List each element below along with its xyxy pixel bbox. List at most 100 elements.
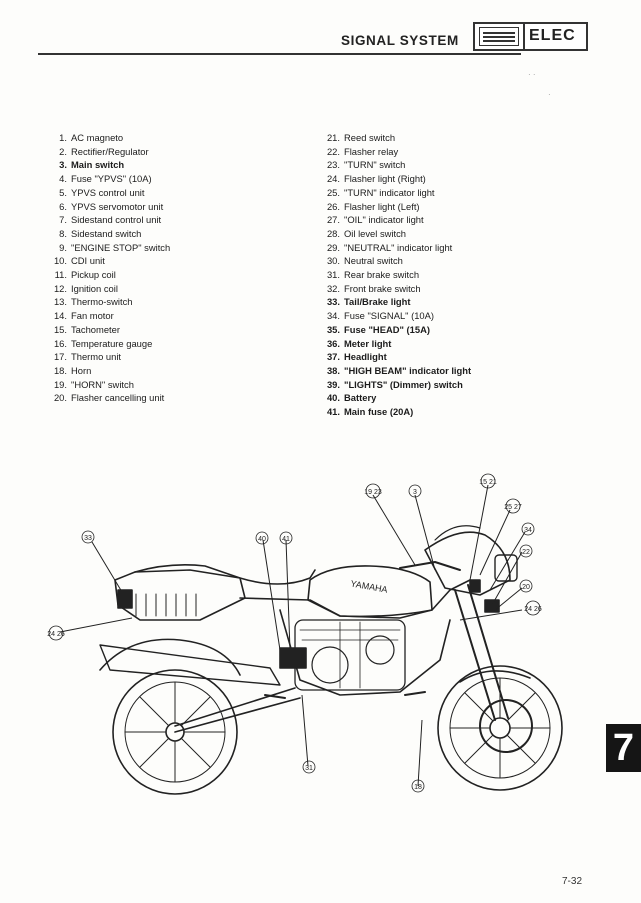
legend-item-label: Headlight: [344, 351, 387, 363]
svg-text:25 27: 25 27: [504, 504, 522, 511]
svg-text:33: 33: [84, 535, 92, 542]
legend-item: 27."OIL" indicator light: [313, 213, 471, 227]
callout-marker: 31: [302, 760, 316, 774]
legend-item-number: 19.: [53, 378, 67, 390]
legend-item: 35. Fuse "HEAD" (15A): [313, 323, 471, 337]
battery-icon: [479, 27, 519, 46]
header-rule: [38, 53, 521, 55]
battery-block: [279, 647, 307, 669]
legend-item: 7.Sidestand control unit: [40, 213, 170, 227]
callout-marker: 25 27: [504, 498, 522, 514]
legend-item-number: 17.: [53, 351, 67, 363]
legend-item-label: Battery: [344, 392, 377, 404]
legend-item-label: "HIGH BEAM" indicator light: [344, 364, 472, 376]
callout-marker: 3: [408, 484, 422, 498]
legend-item: 29. "NEUTRAL" indicator light: [313, 241, 471, 255]
legend-item: 40. Battery: [313, 391, 471, 405]
legend-item: 1.AC magneto: [40, 131, 170, 145]
rear-tire: [112, 669, 238, 795]
legend-item: 8.Sidestand switch: [40, 227, 170, 241]
legend-item-label: Oil level switch: [344, 227, 406, 239]
callout-marker: 40: [255, 531, 269, 545]
legend-item: 11. Pickup coil: [40, 268, 170, 282]
legend-item: 14.Fan motor: [40, 309, 170, 323]
motorcycle-illustration: YAMAHA: [59, 484, 563, 795]
legend-item: 18.Horn: [40, 364, 170, 378]
legend-item-number: 16.: [53, 337, 67, 349]
svg-text:22: 22: [522, 549, 530, 556]
legend-item: 19."HORN" switch: [40, 378, 170, 392]
svg-text:24 26: 24 26: [524, 606, 542, 613]
legend-item: 15. Tachometer: [40, 323, 170, 337]
legend-item: 32. Front brake switch: [313, 282, 471, 296]
legend-item-number: 14.: [53, 310, 67, 322]
legend-item: 30.Neutral switch: [313, 254, 471, 268]
scan-speck: · ·: [528, 70, 536, 79]
front-tire: [437, 665, 563, 791]
callout-marker: 22: [519, 544, 533, 558]
legend-item-number: 29.: [326, 241, 340, 253]
callout-marker: 20: [519, 579, 533, 593]
legend-item-number: 2.: [59, 145, 67, 157]
legend-item: 31.Rear brake switch: [313, 268, 471, 282]
legend-item: 17.Thermo unit: [40, 350, 170, 364]
legend-item: 41.Main fuse (20A): [313, 405, 471, 419]
legend-item-label: Neutral switch: [344, 255, 403, 267]
legend-item-number: 11.: [54, 269, 67, 281]
legend-item-number: 35.: [326, 323, 340, 335]
callout-marker: 33: [81, 530, 95, 544]
svg-text:41: 41: [282, 536, 290, 543]
legend-item-label: Rear brake switch: [344, 269, 420, 281]
legend-item-number: 9.: [59, 241, 67, 253]
legend-item: 36. Meter light: [313, 337, 471, 351]
svg-text:24 26: 24 26: [47, 631, 65, 638]
callout-marker: 15 21: [479, 473, 497, 489]
front-fork: [454, 584, 509, 721]
brake-disc: [479, 699, 533, 753]
front-fairing: [424, 531, 511, 596]
legend-item-number: 32.: [326, 282, 340, 294]
legend-item-number: 12.: [53, 282, 67, 294]
legend-item-number: 10.: [53, 255, 67, 267]
legend-item-number: 1.: [59, 132, 67, 143]
legend-item-label: Front brake switch: [344, 282, 421, 294]
callout-marker: 18: [411, 779, 425, 793]
legend-item-label: Fuse "HEAD" (15A): [344, 323, 430, 335]
legend-item: 2. Rectifier/Regulator: [40, 145, 170, 159]
legend-item-label: Temperature gauge: [71, 337, 153, 349]
legend-item-label: Reed switch: [344, 132, 396, 143]
legend-item-label: "NEUTRAL" indicator light: [344, 241, 453, 253]
legend-item: 20.Flasher cancelling unit: [40, 391, 170, 405]
legend-item-label: YPVS servomotor unit: [71, 200, 164, 212]
legend-item-label: Pickup coil: [71, 269, 116, 281]
legend-item-number: 40.: [326, 392, 340, 404]
legend-item: 6.YPVS servomotor unit: [40, 200, 170, 214]
legend-item-number: 5.: [59, 186, 67, 198]
svg-text:34: 34: [524, 527, 532, 534]
legend-item: 34.Fuse "SIGNAL" (10A): [313, 309, 471, 323]
legend-item-label: Tachometer: [71, 323, 120, 335]
legend-item-number: 26.: [326, 200, 340, 212]
legend-item-label: Tail/Brake light: [344, 296, 411, 308]
legend-item-label: "ENGINE STOP" switch: [71, 241, 171, 253]
legend-item-number: 27.: [326, 214, 340, 226]
legend-item-number: 3.: [59, 159, 67, 171]
legend-item-label: Rectifier/Regulator: [71, 145, 149, 157]
legend-item-number: 36.: [326, 337, 340, 349]
legend-item: 9. "ENGINE STOP" switch: [40, 241, 170, 255]
section-badge: ELEC: [473, 22, 588, 51]
legend-item-number: 15.: [53, 323, 67, 335]
legend-item-label: Meter light: [344, 337, 392, 349]
svg-text:40: 40: [258, 536, 266, 543]
legend-item: 16. Temperature gauge: [40, 337, 170, 351]
legend-item-number: 20.: [53, 392, 67, 404]
tail-light: [117, 589, 133, 609]
legend-item-label: YPVS control unit: [71, 186, 145, 198]
legend-item-number: 37.: [326, 351, 340, 363]
legend-item-number: 33.: [326, 296, 340, 308]
svg-text:31: 31: [305, 765, 313, 772]
legend-item: 23."TURN" switch: [313, 158, 471, 172]
legend-item-number: 8.: [59, 227, 67, 239]
